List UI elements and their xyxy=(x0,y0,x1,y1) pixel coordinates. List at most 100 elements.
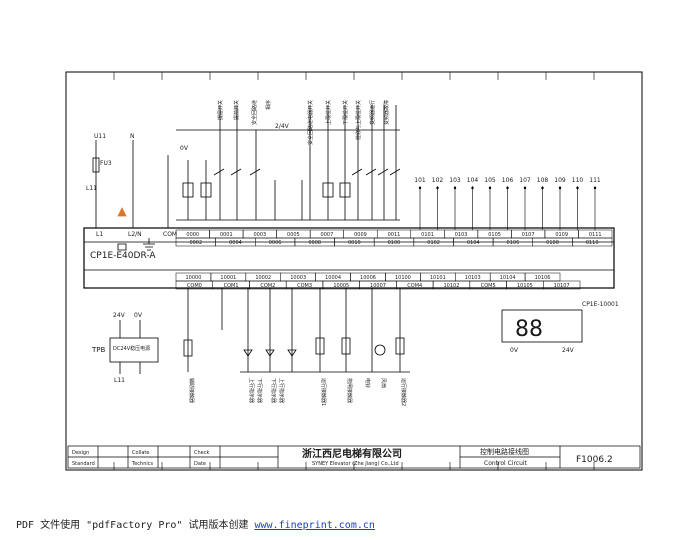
terminal-label: 0009 xyxy=(354,232,367,238)
terminal-label: 10003 xyxy=(290,275,306,281)
terminal-label: 0002 xyxy=(189,240,202,246)
wire-node xyxy=(471,186,474,190)
wire-number-label: 104 xyxy=(467,177,479,184)
input-device-label: 提前开关 xyxy=(233,100,240,120)
drawing-title-cn: 控制电路接线图 xyxy=(480,447,529,456)
terminal-label: 10000 xyxy=(186,275,202,281)
terminal-label: 0109 xyxy=(555,232,568,238)
input-device-label: 安全回路继 xyxy=(251,100,258,125)
wire-node xyxy=(453,186,457,190)
terminal-label: 0104 xyxy=(467,240,480,246)
wire-number-label: 111 xyxy=(589,177,601,184)
terminal-label: 10107 xyxy=(554,283,570,289)
input-device-label: 检修与上限位开关 xyxy=(355,100,362,140)
footer-link[interactable]: www.fineprint.com.cn xyxy=(254,520,375,531)
output-device-label: 上行指示器 xyxy=(278,378,285,403)
supply-24v-label: 24V xyxy=(113,312,126,319)
date-label: Date xyxy=(194,461,206,467)
terminal-label: 0003 xyxy=(253,232,266,238)
terminal-label: 0010 xyxy=(348,240,361,246)
terminal-label: 0008 xyxy=(308,240,321,246)
output-device-label: 抱闸接触器 xyxy=(346,378,353,403)
terminal-label: COM4 xyxy=(407,283,422,289)
plc-com-label: COM xyxy=(163,231,177,238)
terminal-label: 0101 xyxy=(421,232,434,238)
input-device-label: 上限位开关 xyxy=(325,100,332,125)
output-wiring xyxy=(183,288,410,373)
terminal-label: COM5 xyxy=(481,283,496,289)
wire-node xyxy=(488,186,492,190)
n-label: N xyxy=(130,133,135,140)
input-device-label: 相序 xyxy=(265,100,272,110)
input-device-label: 提层开关 xyxy=(217,100,224,120)
display-24v-label: 24V xyxy=(562,347,575,354)
fu3-label: FU3 xyxy=(100,160,112,167)
output-device-label: 上行指示器 xyxy=(248,378,255,403)
terminal-label: 10007 xyxy=(370,283,386,289)
wire-node xyxy=(558,186,562,190)
floor-display-block: 88 CP1E-10001 0V 24V xyxy=(501,301,619,354)
bus-24v-label: 2/4V xyxy=(275,123,290,130)
company-name-cn: 浙江西尼电梯有限公司 xyxy=(302,447,402,460)
technics-label: Technics xyxy=(131,461,154,467)
output-device-label: 运行接触器2 xyxy=(400,378,407,406)
plc-model-label: CP1E-E40DR-A xyxy=(90,251,156,261)
check-label: Check xyxy=(194,450,209,456)
plc-l2n-label: L2/N xyxy=(128,231,142,238)
terminal-label: 10002 xyxy=(255,275,271,281)
title-block xyxy=(67,445,641,469)
u11-label: U11 xyxy=(94,133,106,140)
terminal-label: 0007 xyxy=(321,232,334,238)
tpb-label: TPB xyxy=(91,346,105,354)
terminal-cell xyxy=(543,280,581,290)
terminal-label: 0108 xyxy=(546,240,559,246)
input-device-label: 变频器故障 xyxy=(383,100,390,125)
pdf-footer: PDF 文件使用 "pdfFactory Pro" 试用版本创建 www.fin… xyxy=(16,516,375,531)
terminal-label: 0100 xyxy=(388,240,401,246)
terminal-label: COM0 xyxy=(187,283,202,289)
display-0v-label: 0V xyxy=(510,347,519,354)
terminal-label: 10103 xyxy=(465,275,481,281)
input-device-label: 下限位开关 xyxy=(342,100,349,125)
drawing-number: F1006.2 xyxy=(576,455,613,465)
output-device-label: 下行指示器 xyxy=(270,378,277,403)
terminal-label: 0102 xyxy=(427,240,440,246)
output-device-label: 运行接触器1 xyxy=(320,378,327,406)
output-device-label: 风扇 xyxy=(380,378,387,388)
terminal-label: 0103 xyxy=(455,232,468,238)
terminal-label: 0111 xyxy=(589,232,602,238)
terminal-label: 0011 xyxy=(388,232,401,238)
terminal-label: 0005 xyxy=(287,232,300,238)
input-wiring xyxy=(92,105,401,251)
wire-number-label: 102 xyxy=(432,177,444,184)
zero-v-label: 0V xyxy=(180,145,189,152)
design-label: Design xyxy=(72,450,89,456)
input-device-labels: 提层开关提前开关安全回路继相序安全回路继电器开关上限位开关下限位开关检修与上限位… xyxy=(217,100,390,145)
dc-power-supply: TPB DC24V稳压电源 24V 0V L11 xyxy=(91,312,159,384)
drawing-title-en: Control Circuit xyxy=(484,460,528,467)
title-block-text: Design Collate Check Standard Technics D… xyxy=(72,447,613,467)
cp1e-block-label: CP1E-10001 xyxy=(582,301,619,308)
terminal-label: 10100 xyxy=(395,275,411,281)
terminal-label: 0105 xyxy=(488,232,501,238)
terminal-cell xyxy=(572,237,613,247)
supply-0v-label: 0V xyxy=(134,312,143,319)
wire-number-label: 101 xyxy=(414,177,426,184)
terminal-label: COM3 xyxy=(297,283,312,289)
wire-number-label: 105 xyxy=(484,177,496,184)
frame-ruler-ticks xyxy=(65,72,643,470)
terminal-label: COM1 xyxy=(224,283,239,289)
company-name-en: SYNEY Elevator (Zhe Jiang) Co.,Ltd xyxy=(312,461,399,467)
terminal-label: 10001 xyxy=(220,275,236,281)
terminal-label: 0110 xyxy=(586,240,599,246)
wire-number-label: 107 xyxy=(519,177,531,184)
dc-supply-label: DC24V稳压电源 xyxy=(113,345,150,352)
terminal-label: 10102 xyxy=(444,283,460,289)
standard-label: Standard xyxy=(72,461,95,467)
terminal-label: 0001 xyxy=(220,232,233,238)
